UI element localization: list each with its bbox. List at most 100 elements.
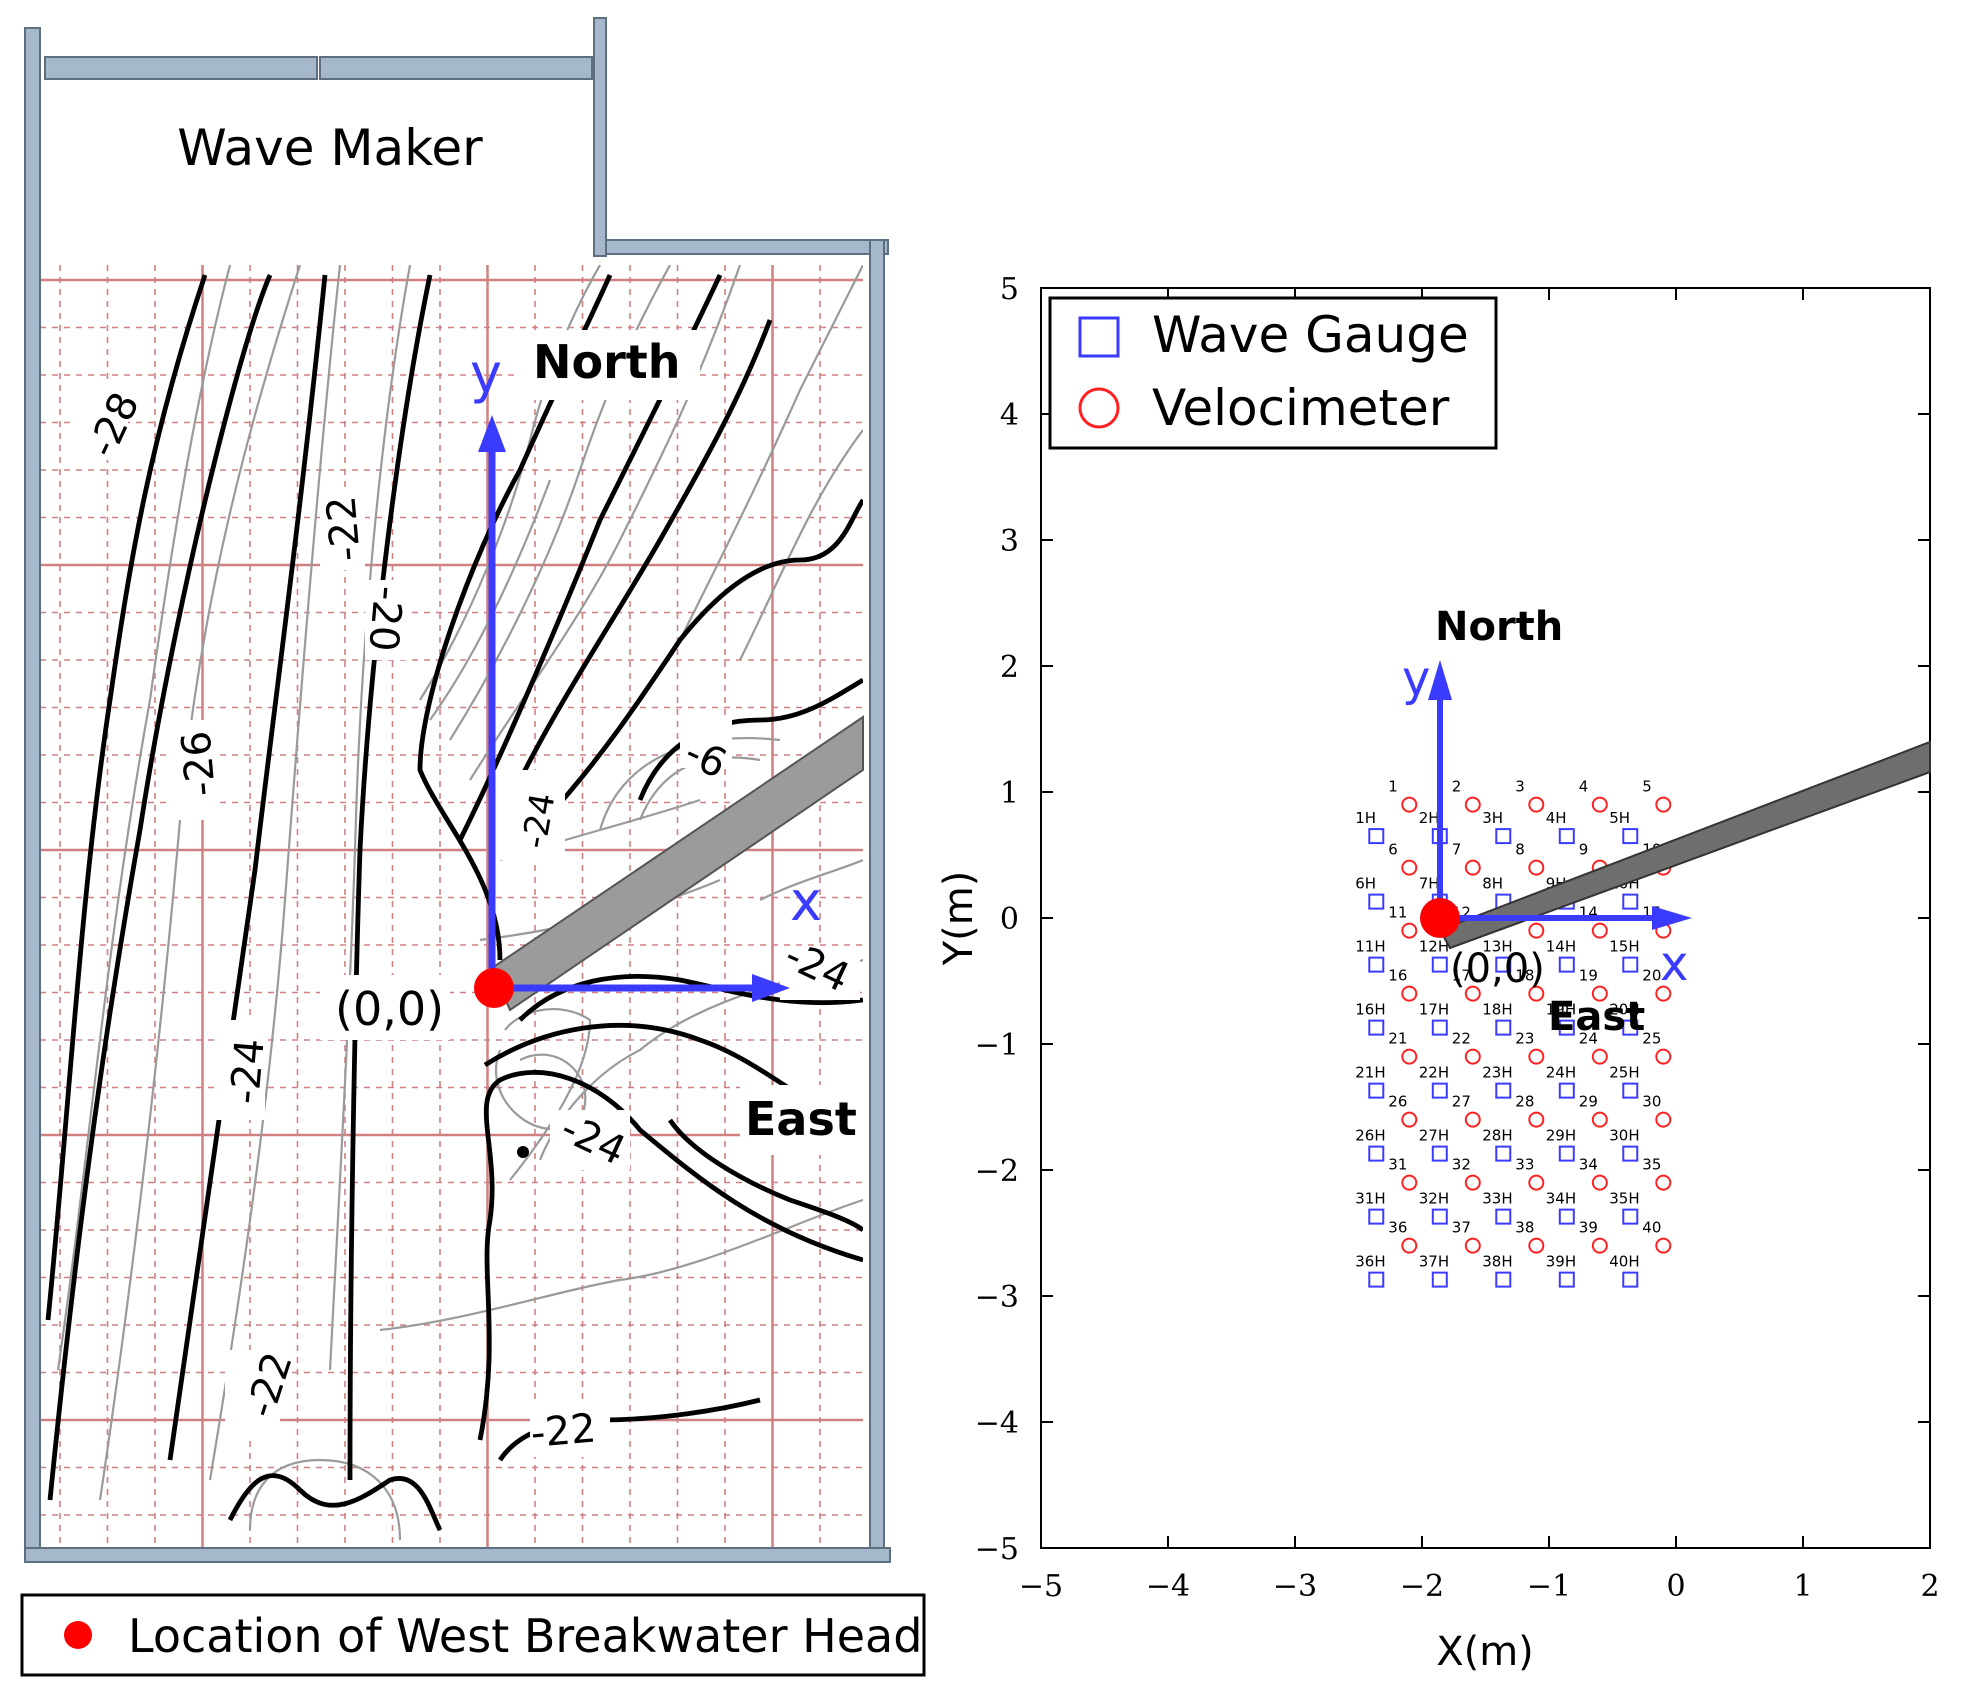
velocimeter-label: 16 [1388,967,1407,985]
velocimeter-label: 24 [1579,1030,1598,1048]
velocimeter-marker [1528,1111,1545,1128]
wave-gauge-label: 20H [1609,1001,1639,1019]
wave-gauge-marker [1622,956,1639,973]
velocimeter-marker [1401,1237,1418,1254]
wave-gauge-label: 3H [1482,809,1503,827]
y-tick-label: −1 [975,1028,1019,1063]
wave-gauge-label: 26H [1355,1127,1385,1145]
velocimeter-marker [1528,985,1545,1002]
breakwater [1438,740,1931,950]
wave-gauge-marker [1495,1145,1512,1162]
wave-gauge-label: 21H [1355,1064,1385,1082]
wave-gauge-label: 38H [1482,1253,1512,1271]
wave-gauge-label: 25H [1609,1064,1639,1082]
contour-label: -24 [514,790,563,852]
chart-origin-marker [1420,898,1460,938]
wave-gauge-label: 23H [1482,1064,1512,1082]
velocimeter-marker [1528,1237,1545,1254]
wave-gauge-marker [1431,1271,1448,1288]
velocimeter-marker [1591,1174,1608,1191]
wave-gauge-label: 27H [1419,1127,1449,1145]
head-legend: Location of West Breakwater Head [20,1593,926,1677]
y-tick-label: −3 [975,1280,1019,1315]
wave-gauge-marker [1368,1271,1385,1288]
wave-gauge-marker [1622,893,1639,910]
origin-label: (0,0) [335,982,444,1036]
wave-gauge-marker [1431,1145,1448,1162]
north-label: North [533,335,681,389]
y-tick-label: 3 [1000,524,1019,559]
velocimeter-marker [1591,1111,1608,1128]
legend-wave-gauge-marker [1078,316,1120,358]
contour-label: -20 [359,584,411,653]
velocimeter-label: 40 [1642,1219,1661,1237]
velocimeter-label: 31 [1388,1156,1407,1174]
wave-gauge-label: 8H [1482,875,1503,893]
x-axis-title: X(m) [1436,1629,1534,1675]
wave-gauge-marker [1622,828,1639,845]
depth-contours [45,265,863,1541]
velocimeter-marker [1464,1237,1481,1254]
bathymetry-map: -28 -26 -24 -22 -22 -20 -24 -6 -24 -22 -… [20,17,926,1677]
velocimeter-label: 20 [1642,967,1661,985]
velocimeter-marker [1591,1048,1608,1065]
x-tick-label: −3 [1273,1569,1317,1604]
velocimeter-label: 28 [1515,1093,1534,1111]
velocimeter-marker [1464,796,1481,813]
chart-north-label: North [1435,604,1563,650]
wave-gauge-marker [1368,1019,1385,1036]
y-tick-label: 1 [1000,776,1019,811]
velocimeter-label: 34 [1579,1156,1598,1174]
wave-gauge-marker [1368,893,1385,910]
wave-gauge-label: 31H [1355,1190,1385,1208]
wave-gauge-marker [1495,1208,1512,1225]
contour-label: -22 [529,1405,598,1457]
velocimeter-marker [1655,796,1672,813]
velocimeter-marker [1655,1237,1672,1254]
chart-origin-label: (0,0) [1450,946,1545,992]
chart-x-arrowhead [1652,906,1692,930]
wave-gauge-marker [1558,828,1575,845]
wave-gauge-marker [1368,1082,1385,1099]
velocimeter-label: 8 [1515,841,1525,859]
wave-maker-paddle [319,56,593,80]
wave-gauge-label: 37H [1419,1253,1449,1271]
velocimeter-label: 2 [1452,778,1462,796]
contour-label: -26 [173,729,225,798]
velocimeter-marker [1464,985,1481,1002]
contour-label: -22 [318,494,370,563]
wave-gauge-label: 19H [1546,1001,1576,1019]
wave-gauge-label: 15H [1609,938,1639,956]
wave-maker-paddle [44,56,318,80]
velocimeter-marker [1401,859,1418,876]
wave-gauge-label: 4H [1546,809,1567,827]
velocimeter-marker [1401,1174,1418,1191]
velocimeter-marker [1401,1048,1418,1065]
wave-gauge-label: 39H [1546,1253,1576,1271]
legend-velocimeter-label: Velocimeter [1152,379,1450,437]
wave-gauge-marker [1431,956,1448,973]
velocimeter-marker [1464,859,1481,876]
y-axis-label: y [470,342,502,405]
velocimeter-marker [1591,985,1608,1002]
y-axis-arrowhead [478,415,506,452]
legend-wave-gauge-label: Wave Gauge [1152,306,1469,364]
velocimeter-label: 29 [1579,1093,1598,1111]
wave-gauge-label: 24H [1546,1064,1576,1082]
y-tick-label: 4 [1000,398,1019,433]
wave-gauge-label: 28H [1482,1127,1512,1145]
velocimeter-marker [1464,1174,1481,1191]
wave-gauge-marker [1622,1019,1639,1036]
velocimeter-marker [1655,1048,1672,1065]
chart-x-axis-label: x [1660,936,1688,992]
velocimeter-label: 37 [1452,1219,1471,1237]
velocimeter-label: 38 [1515,1219,1534,1237]
velocimeter-label: 7 [1452,841,1462,859]
breakwater-head-marker [474,968,514,1008]
velocimeter-label: 5 [1642,778,1652,796]
velocimeter-label: 3 [1515,778,1525,796]
wave-gauge-marker [1495,956,1512,973]
wave-gauge-marker [1431,1082,1448,1099]
velocimeter-marker [1591,1237,1608,1254]
y-tick-label: 5 [1000,272,1019,307]
